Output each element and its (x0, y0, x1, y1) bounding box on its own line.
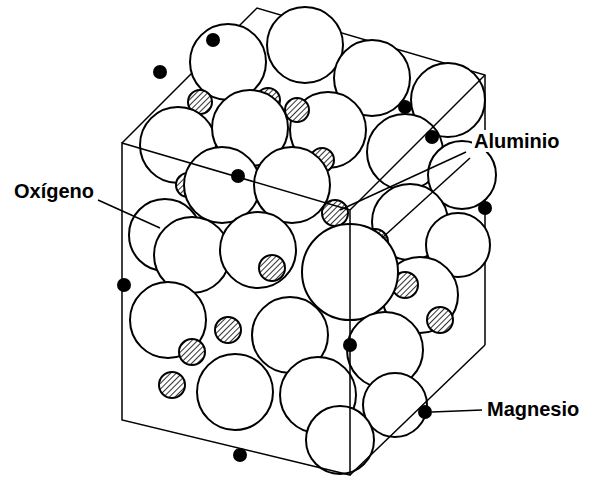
magnesium-atoms (117, 33, 492, 462)
atom-spheres (129, 7, 496, 474)
element-label: Oxígeno (12, 180, 96, 202)
element-label: Aluminio (472, 130, 562, 152)
cell-edges-front (122, 75, 485, 475)
leader-lines (98, 152, 482, 412)
element-label: Magnesio (485, 398, 581, 420)
